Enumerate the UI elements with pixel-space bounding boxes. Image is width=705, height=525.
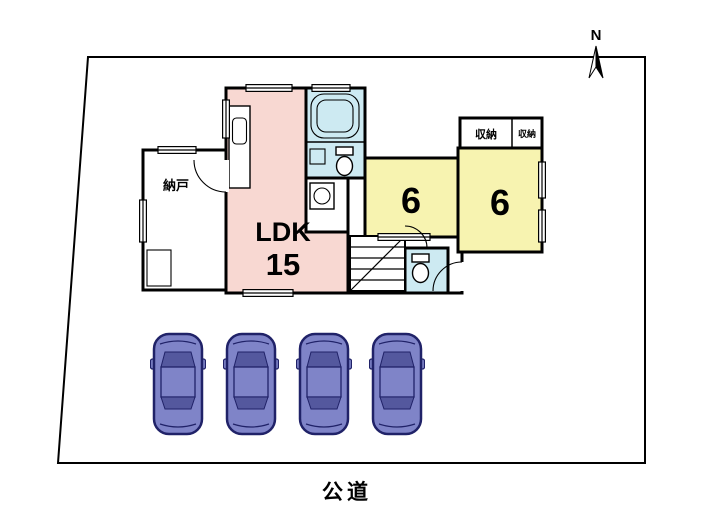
stair-direction-line <box>349 235 406 292</box>
storage-label: 納戸 <box>163 178 189 193</box>
toilet-bowl-icon <box>411 262 430 284</box>
kitchen-counter <box>228 105 251 189</box>
closet-block <box>458 116 544 150</box>
toilet-door-swing-arc <box>404 225 428 249</box>
bathtub-icon <box>310 93 360 139</box>
closet-1-label: 収納 <box>475 127 497 141</box>
car <box>369 332 425 436</box>
kitchen-counter-top <box>228 105 251 189</box>
bathtub-inner-line <box>316 99 354 133</box>
ldk-area-label: 15 <box>266 247 300 282</box>
door-swing-arc <box>193 159 227 193</box>
toilet-tank-icon <box>411 253 430 263</box>
doors <box>193 159 465 292</box>
entrance-door-swing-arc <box>432 261 463 292</box>
car <box>296 332 352 436</box>
compass-needle-right <box>595 45 604 79</box>
stairs <box>349 235 406 292</box>
toilet-room-fixtures <box>411 253 430 284</box>
tatami-2-area-label: 6 <box>490 182 510 223</box>
ldk-label: LDK <box>255 217 311 247</box>
room-tatami-2 <box>456 146 544 254</box>
road-label: 公道 <box>322 480 372 504</box>
compass-n-label: N <box>591 27 602 44</box>
car <box>223 332 279 436</box>
compass: N <box>588 27 604 79</box>
toilet-tank-icon <box>335 146 354 156</box>
bathroom-fixtures <box>306 93 365 177</box>
washbasin-icon <box>309 148 326 165</box>
door-opening <box>223 160 229 192</box>
toilet-bowl-icon <box>335 155 354 177</box>
washroom-fixtures <box>309 182 335 210</box>
closet-2-label: 収納 <box>518 128 536 139</box>
entrance-opening <box>459 262 465 291</box>
tatami-1-area-label: 6 <box>401 180 421 221</box>
windows <box>139 83 546 298</box>
washing-machine-drum <box>313 187 331 205</box>
car <box>150 332 206 436</box>
room-storage <box>141 148 228 292</box>
storage-alcove <box>146 249 172 287</box>
kitchen-sink-icon <box>231 117 248 145</box>
